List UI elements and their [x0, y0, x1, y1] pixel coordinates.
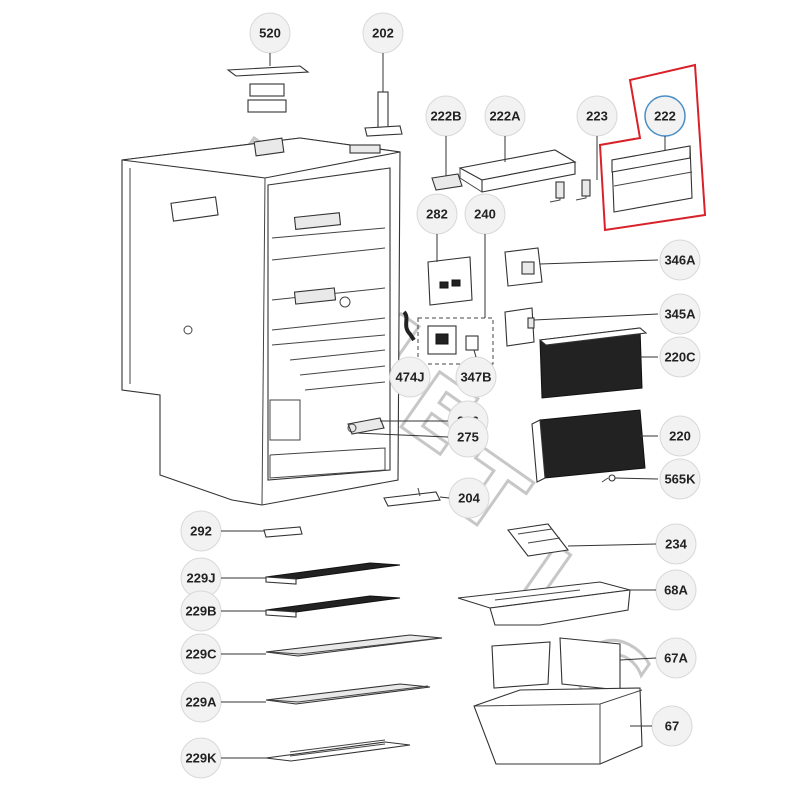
callout-346A: 346A	[539, 239, 701, 281]
callout-292: 292	[180, 510, 264, 552]
part-474J	[402, 310, 416, 342]
label-565K: 565K	[664, 472, 696, 487]
shelf-229K	[265, 739, 411, 762]
part-220	[531, 409, 646, 483]
callout-474J: 474J	[389, 356, 431, 398]
callout-222B: 222B	[425, 95, 467, 176]
shelf-229A	[265, 683, 431, 705]
label-292: 292	[190, 524, 212, 539]
label-234: 234	[665, 537, 687, 552]
callout-275: 275	[355, 416, 489, 458]
shelf-229C	[265, 634, 443, 657]
callout-220C: 220C	[640, 336, 701, 378]
part-222A	[458, 149, 577, 193]
part-346A	[504, 247, 543, 287]
part-222-highlighted	[598, 63, 707, 232]
label-68A: 68A	[664, 583, 688, 598]
label-222: 222	[654, 109, 676, 124]
callout-282: 282	[416, 193, 458, 262]
refrigerator-cabinet	[121, 137, 401, 506]
label-220: 220	[669, 429, 691, 444]
part-282	[427, 256, 473, 306]
callout-520: 520	[249, 12, 291, 66]
callout-202: 202	[362, 12, 404, 92]
part-204	[383, 487, 441, 507]
part-345A	[504, 307, 535, 347]
callout-67: 67	[630, 705, 693, 747]
callout-229C: 229C	[180, 633, 266, 675]
callout-240: 240	[464, 193, 506, 318]
label-229B: 229B	[185, 604, 216, 619]
label-345A: 345A	[664, 307, 696, 322]
callout-234: 234	[567, 523, 697, 565]
part-565K	[601, 474, 616, 483]
part-520-parts	[226, 65, 310, 113]
part-220C	[538, 327, 648, 399]
part-67A	[491, 637, 621, 691]
part-286-275	[347, 417, 385, 435]
part-222B	[431, 173, 463, 191]
callout-229J: 229J	[180, 557, 266, 599]
label-474J: 474J	[396, 370, 425, 385]
label-67: 67	[665, 719, 679, 734]
callout-223: 223	[576, 95, 618, 180]
label-240: 240	[474, 207, 496, 222]
label-220C: 220C	[664, 350, 696, 365]
callout-222: 222	[644, 95, 686, 150]
callout-345A: 345A	[533, 293, 701, 335]
label-282: 282	[426, 207, 448, 222]
label-346A: 346A	[664, 253, 696, 268]
part-67	[473, 687, 643, 765]
label-229J: 229J	[187, 571, 216, 586]
part-292	[263, 526, 303, 538]
label-223: 223	[586, 109, 608, 124]
part-223	[549, 179, 591, 203]
callout-229K: 229K	[180, 737, 266, 779]
callout-565K: 565K	[614, 458, 701, 500]
label-229C: 229C	[185, 647, 217, 662]
part-202	[364, 91, 403, 137]
label-204: 204	[458, 491, 480, 506]
label-202: 202	[372, 26, 394, 41]
label-67A: 67A	[664, 651, 688, 666]
callout-229B: 229B	[180, 590, 266, 632]
callout-67A: 67A	[619, 637, 697, 679]
label-275: 275	[457, 430, 479, 445]
label-229K: 229K	[185, 751, 217, 766]
callout-68A: 68A	[630, 569, 697, 611]
label-222B: 222B	[430, 109, 461, 124]
callout-220: 220	[640, 415, 701, 457]
shelf-229B	[265, 595, 401, 618]
callout-229A: 229A	[180, 681, 266, 723]
label-229A: 229A	[185, 695, 217, 710]
part-240-group	[417, 317, 494, 365]
callout-204: 204	[439, 477, 490, 519]
callout-347B: 347B	[455, 349, 497, 398]
label-347B: 347B	[460, 370, 491, 385]
part-68A	[457, 581, 631, 626]
label-520: 520	[259, 26, 281, 41]
part-234	[506, 523, 570, 557]
callout-222A: 222A	[484, 95, 526, 162]
shelf-229J	[265, 562, 401, 585]
label-222A: 222A	[489, 109, 521, 124]
